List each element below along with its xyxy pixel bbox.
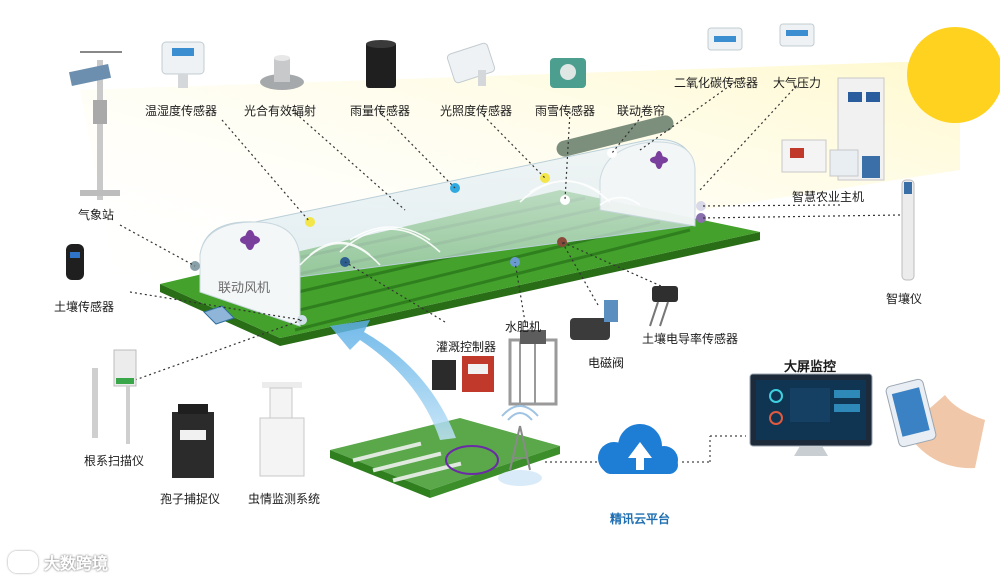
- par-radiation-device: [260, 55, 304, 90]
- temp-humidity-device: [161, 41, 205, 88]
- cloud-platform-icon: [598, 424, 678, 474]
- label-soil-ec: 土壤电导率传感器: [642, 332, 739, 346]
- sensor-dot: [696, 201, 706, 211]
- farm-highlight-ring: [445, 445, 499, 475]
- watermark: 大数跨境: [8, 550, 108, 574]
- label-smart-soil: 智壤仪: [886, 292, 923, 306]
- pest-monitor-device: [259, 382, 305, 477]
- drain-plate: [203, 305, 235, 325]
- fertigation-device: [508, 330, 558, 406]
- watermark-logo-icon: [8, 551, 38, 573]
- sun: [907, 27, 1000, 123]
- root-scanner-device: [92, 349, 137, 444]
- sensor-dot: [557, 237, 567, 247]
- cloud-links: [545, 435, 746, 463]
- fan-icon: [240, 230, 260, 250]
- greenhouse-end-back: [599, 141, 696, 227]
- watermark-text: 大数跨境: [44, 554, 109, 573]
- label-air-pressure: 大气压力: [773, 76, 822, 90]
- big-screen-device: [749, 373, 873, 456]
- soil-sensor-device: [66, 244, 84, 280]
- signal-tower-device: [498, 405, 542, 486]
- sensor-dot: [607, 148, 617, 158]
- sensor-dot: [696, 213, 706, 223]
- irrigation-controller-device: [432, 356, 494, 392]
- rain-gauge-device: [366, 40, 396, 88]
- weather-station-device: [68, 51, 122, 200]
- sensor-dot: [560, 195, 570, 205]
- label-rain-snow: 雨雪传感器: [535, 104, 596, 118]
- soil-ec-device: [649, 286, 678, 327]
- roller-shade: [556, 115, 674, 157]
- sensor-dot: [305, 217, 315, 227]
- label-fertigation: 水肥机: [505, 320, 542, 334]
- fan-icon: [650, 151, 668, 169]
- phone-in-hand: [885, 378, 985, 469]
- label-irrigation-ctrl: 灌溉控制器: [436, 340, 497, 354]
- smart-host-device: [781, 77, 885, 181]
- illuminance-device: [446, 42, 496, 86]
- smart-soil-device: [901, 179, 915, 281]
- label-smart-host: 智慧农业主机: [792, 190, 865, 204]
- label-co2: 二氧化碳传感器: [674, 76, 759, 90]
- uplink-arrow: [330, 320, 456, 440]
- label-roller-shade: 联动卷帘: [617, 104, 666, 118]
- label-spore-trap: 孢子捕捉仪: [160, 492, 221, 506]
- label-big-screen: 大屏监控: [784, 360, 837, 375]
- label-illuminance: 光照度传感器: [440, 104, 513, 118]
- label-temp-humidity: 温湿度传感器: [145, 104, 218, 118]
- label-root-scanner: 根系扫描仪: [84, 454, 145, 468]
- rain-snow-device: [550, 58, 586, 88]
- label-cloud-platform: 精讯云平台: [610, 512, 671, 526]
- sensor-dot: [540, 173, 550, 183]
- field-row: [294, 228, 691, 332]
- pressure-device: [779, 23, 815, 47]
- sensor-dot: [297, 315, 307, 325]
- greenhouse-end-front: [199, 221, 301, 327]
- label-rain-gauge: 雨量传感器: [350, 104, 411, 118]
- label-weather-station: 气象站: [78, 208, 115, 222]
- label-solenoid: 电磁阀: [588, 356, 625, 370]
- label-par-radiation: 光合有效辐射: [244, 104, 317, 118]
- co2-device: [707, 27, 743, 51]
- label-pest-monitor: 虫情监测系统: [248, 492, 321, 506]
- leader-lines: [119, 81, 901, 381]
- label-soil-sensor: 土壤传感器: [54, 300, 115, 314]
- label-fan: 联动风机: [218, 281, 271, 296]
- solenoid-device: [570, 300, 618, 340]
- sprinkler-spray: [299, 180, 641, 266]
- spore-trap-device: [172, 404, 214, 478]
